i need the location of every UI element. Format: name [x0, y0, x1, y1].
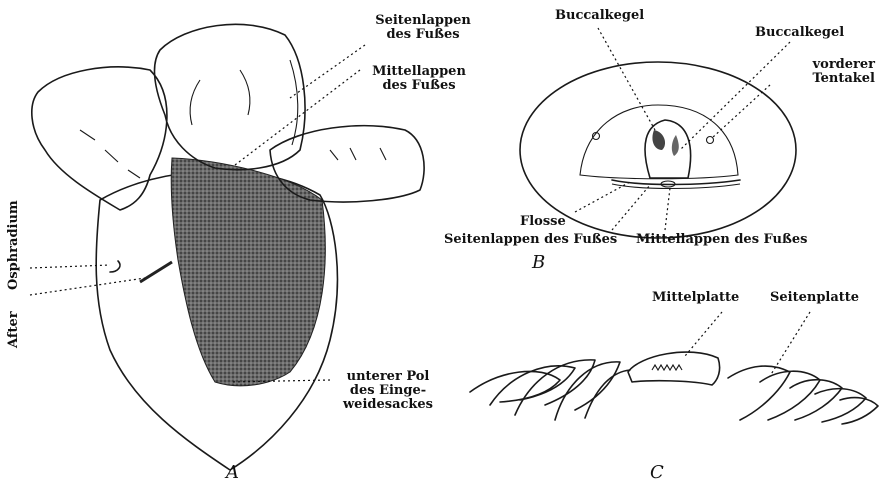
head-outline: [520, 62, 796, 238]
panel-c-drawing: [470, 352, 878, 424]
central-plate: [628, 352, 720, 385]
label-unterer-pol-line3: weidesackes: [333, 398, 443, 412]
label-buccalkegel-right: Buccalkegel: [755, 26, 844, 40]
label-mittellappen-b: Mittellappen des Fußes: [636, 233, 807, 247]
label-vorderer-tentakel-line1: vorderer: [775, 58, 875, 72]
panel-letter-a: A: [226, 462, 239, 483]
right-tentacle: [707, 137, 714, 144]
buccal-cone: [645, 120, 691, 178]
after-mark: [140, 262, 172, 282]
label-seitenlappen-b: Seitenlappen des Fußes: [444, 233, 617, 247]
label-flosse: Flosse: [520, 215, 566, 229]
fin-bar: [612, 180, 740, 185]
label-seitenlappen-a-line2: des Fußes: [368, 28, 478, 42]
label-seitenplatte: Seitenplatte: [770, 291, 859, 305]
label-seitenlappen-a-line1: Seitenlappen: [368, 14, 478, 28]
label-osphradium: Osphradium: [6, 200, 21, 290]
panel-b-drawing: [520, 62, 796, 238]
label-buccalkegel-left: Buccalkegel: [555, 9, 644, 23]
label-seitenlappen-a: Seitenlappen des Fußes: [368, 14, 478, 42]
panel-letter-c: C: [650, 462, 664, 483]
label-vorderer-tentakel: vorderer Tentakel: [775, 58, 875, 86]
label-mittellappen-a-line2: des Fußes: [364, 79, 474, 93]
label-unterer-pol-line1: unterer Pol: [333, 370, 443, 384]
panel-letter-b: B: [532, 252, 545, 273]
label-unterer-pol: unterer Pol des Einge- weidesackes: [333, 370, 443, 412]
label-after: After: [6, 311, 21, 348]
foot-middle-lobe: [155, 24, 305, 169]
label-mittelplatte: Mittelplatte: [652, 291, 739, 305]
dark-region: [171, 158, 325, 386]
label-mittellappen-a-line1: Mittellappen: [364, 65, 474, 79]
label-unterer-pol-line2: des Einge-: [333, 384, 443, 398]
label-mittellappen-a: Mittellappen des Fußes: [364, 65, 474, 93]
label-vorderer-tentakel-line2: Tentakel: [775, 72, 875, 86]
foot-left-lobe: [32, 67, 167, 210]
